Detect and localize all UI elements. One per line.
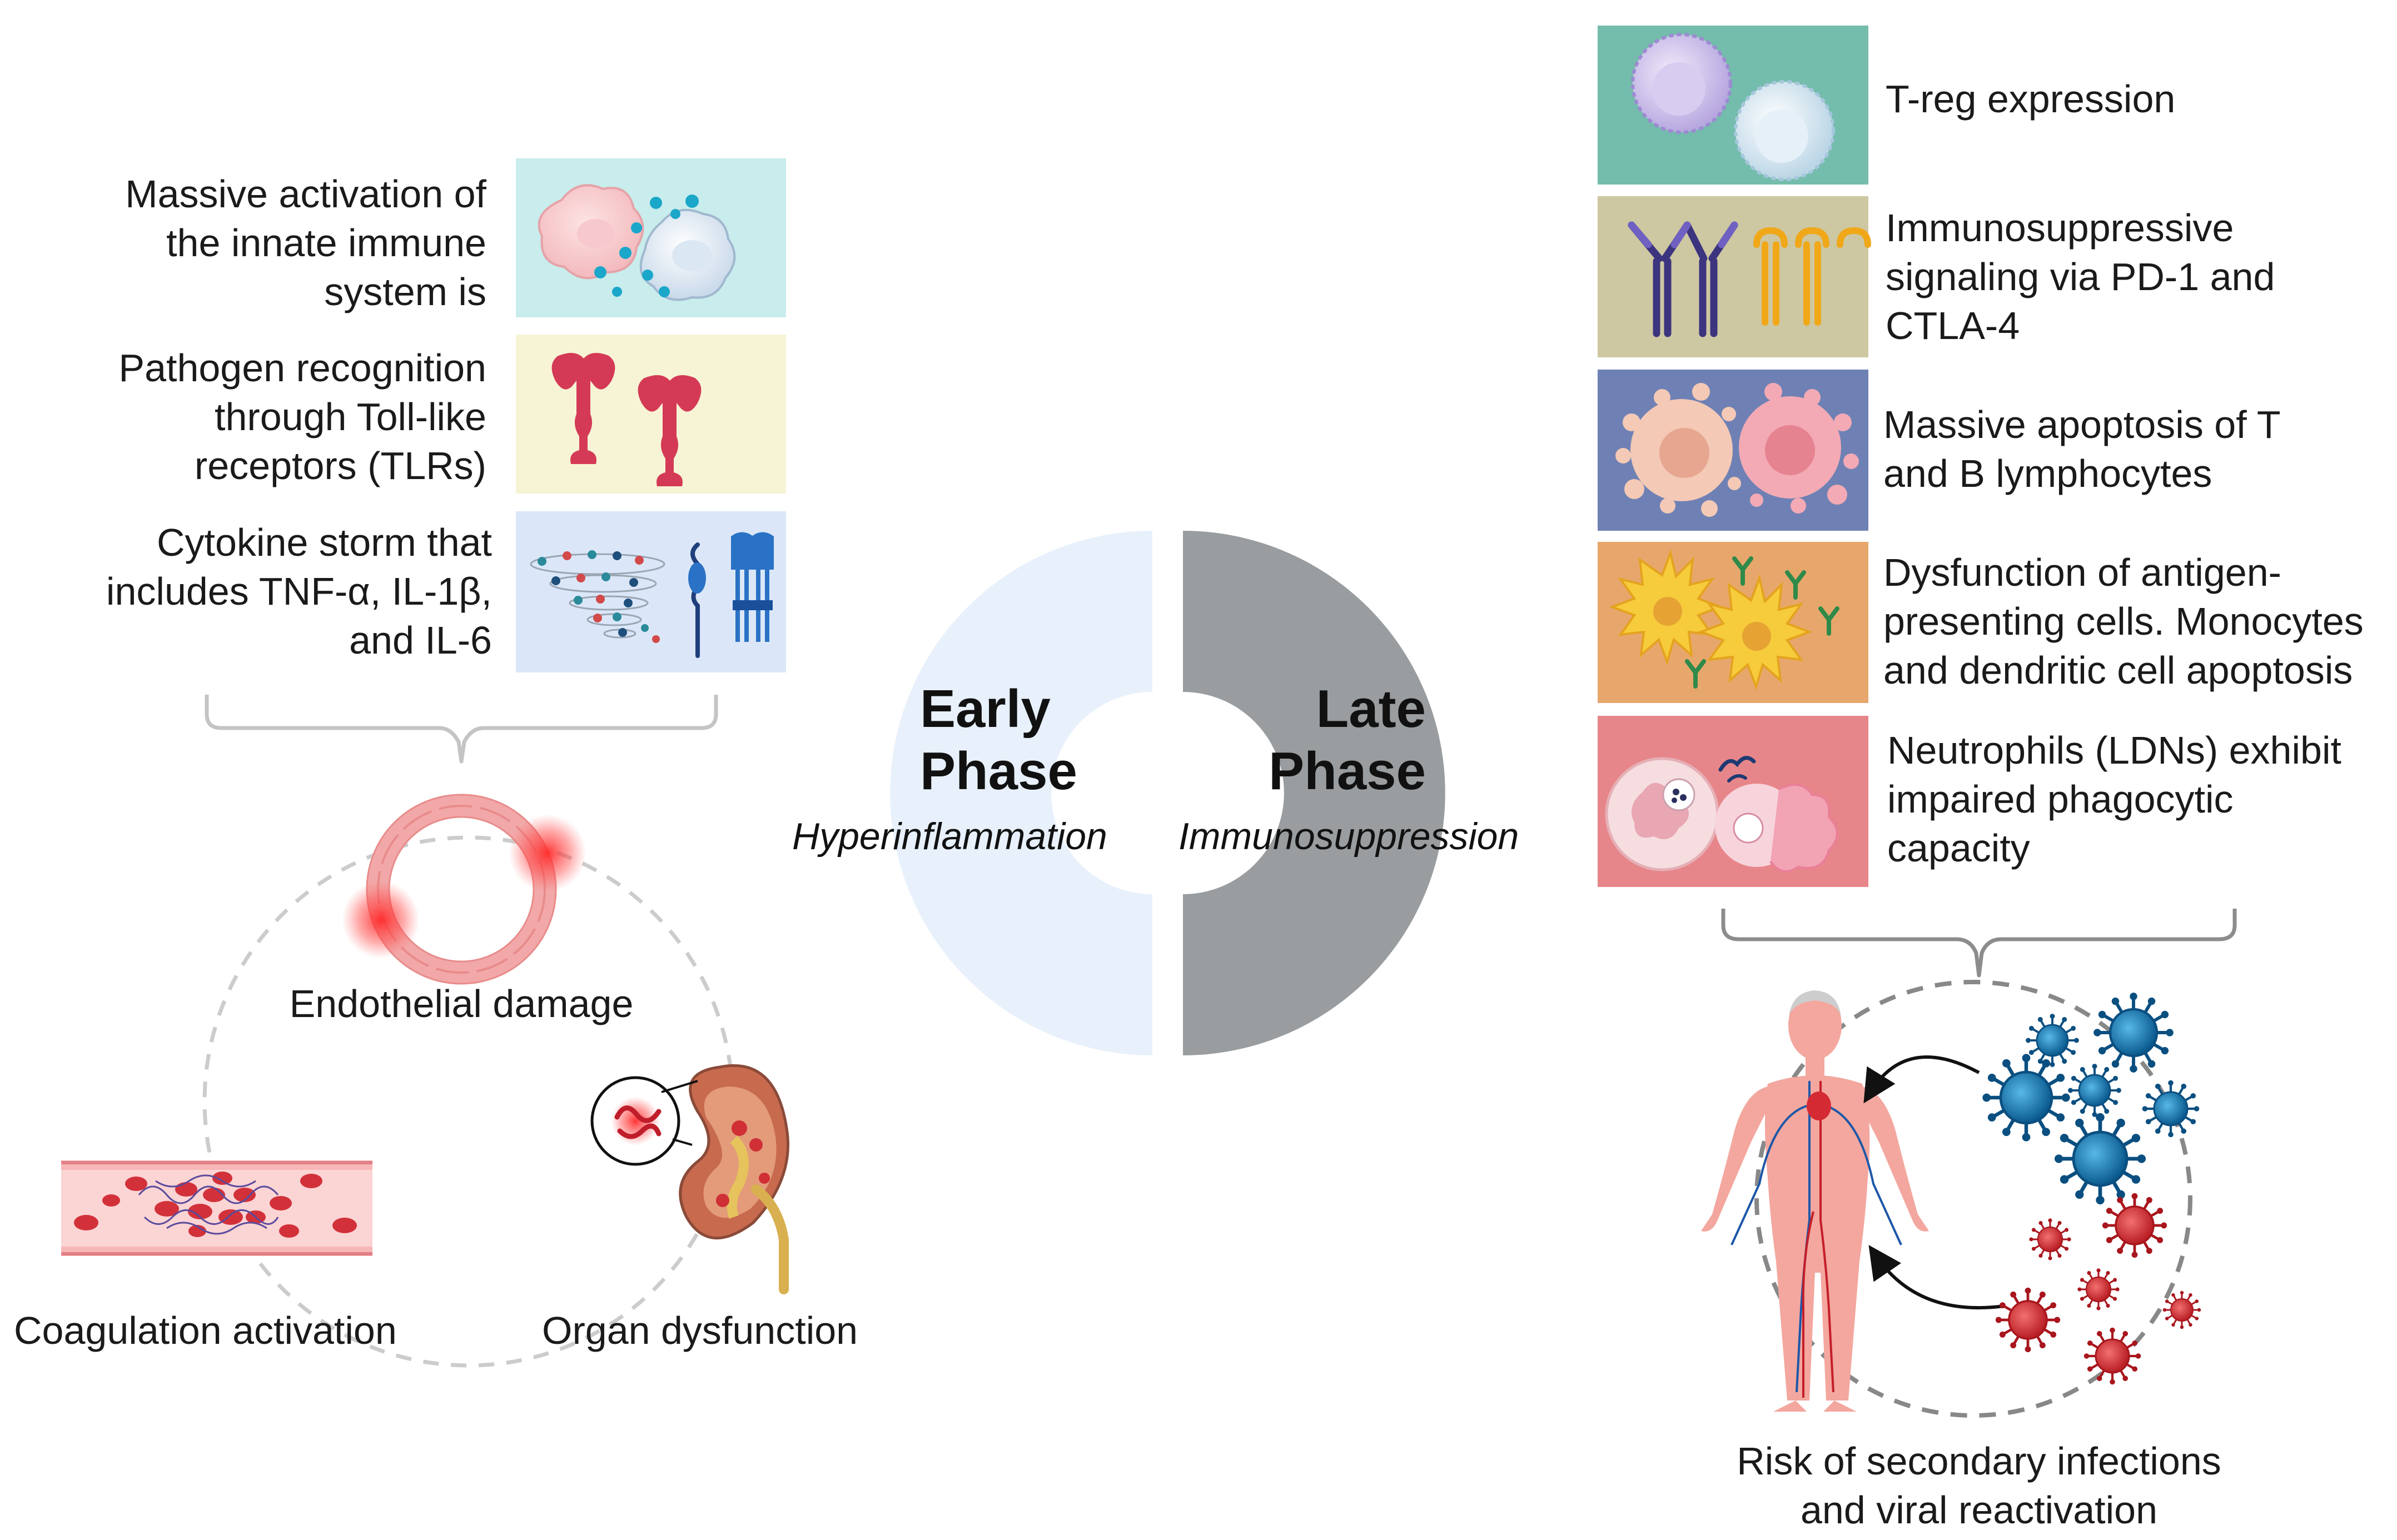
phase-ring <box>890 531 1445 1055</box>
early-item-cytokine-line3: and IL-6 <box>349 619 492 662</box>
early-phase-title-line2: Phase <box>920 741 1077 801</box>
endothelial-damage-label: Endothelial damage <box>289 982 634 1025</box>
late-phase-title-line1: Late <box>1316 679 1426 739</box>
late-item-neutrophils-line2: impaired phagocytic <box>1887 778 2234 821</box>
early-item-innate-line1: Massive activation of <box>125 172 486 216</box>
late-item-treg-label: T-reg expression <box>1886 74 2175 123</box>
arrow-to-body-upper <box>1863 1055 1980 1104</box>
late-panel-dendritic <box>1598 542 1868 703</box>
late-item-checkpoint-line1: Immunosuppressive <box>1886 206 2234 250</box>
kidney-icon <box>590 1064 789 1294</box>
late-item-apoptosis-line2: and B lymphocytes <box>1883 452 2212 495</box>
red-viruses-icon <box>1995 1193 2201 1385</box>
late-item-dendritic-line1: Dysfunction of antigen- <box>1883 551 2281 594</box>
late-item-treg-line1: T-reg expression <box>1886 77 2176 121</box>
late-panel-treg <box>1598 26 1868 185</box>
early-phase-subtitle: Hyperinflammation <box>792 815 1107 858</box>
late-item-dendritic-line3: and dendritic cell apoptosis <box>1883 649 2353 692</box>
early-item-innate-label: Massive activation of the innate immune … <box>33 170 486 316</box>
late-item-neutrophils-label: Neutrophils (LDNs) exhibit impaired phag… <box>1887 726 2341 873</box>
early-phase-title-line1: Early <box>920 679 1051 739</box>
secondary-infection-risk-line2: and viral reactivation <box>1801 1488 2157 1532</box>
early-item-cytokine-label: Cytokine storm that includes TNF-α, IL-1… <box>33 518 492 665</box>
early-panel-tlr <box>516 335 786 494</box>
early-item-cytokine-line2: includes TNF-α, IL-1β, <box>106 570 492 613</box>
coagulation-vessel-icon <box>61 1160 372 1256</box>
organ-dysfunction-label: Organ dysfunction <box>542 1309 858 1352</box>
human-body-icon <box>1701 990 1929 1412</box>
late-consequence-cycle <box>1754 980 2192 1418</box>
late-item-dendritic-label: Dysfunction of antigen- presenting cells… <box>1883 548 2364 695</box>
late-phase-title: Late Phase <box>1267 678 1426 803</box>
early-item-innate-line3: system is <box>324 270 486 313</box>
early-item-tlr-line2: through Toll-like <box>215 395 486 438</box>
late-item-checkpoint-line3: CTLA-4 <box>1886 304 2020 347</box>
late-item-checkpoint-line2: signaling via PD-1 and <box>1886 255 2275 298</box>
late-phase-ring <box>1183 531 1445 1055</box>
early-item-innate-line2: the innate immune <box>166 221 486 265</box>
endothelial-vessel-icon <box>342 794 586 985</box>
late-panel-apoptosis <box>1598 370 1868 531</box>
late-item-apoptosis-label: Massive apoptosis of T and B lymphocytes <box>1883 400 2281 498</box>
early-item-cytokine-line1: Cytokine storm that <box>157 521 492 564</box>
early-item-tlr-line3: receptors (TLRs) <box>194 444 486 487</box>
late-item-dendritic-line2: presenting cells. Monocytes <box>1883 600 2364 643</box>
secondary-infection-risk-label: Risk of secondary infections and viral r… <box>1684 1437 2274 1534</box>
early-bracket <box>205 695 718 764</box>
late-item-checkpoint-label: Immunosuppressive signaling via PD-1 and… <box>1886 203 2275 350</box>
late-phase-subtitle: Immunosuppression <box>1178 815 1519 858</box>
coagulation-activation-label: Coagulation activation <box>14 1309 397 1352</box>
secondary-infection-risk-line1: Risk of secondary infections <box>1737 1439 2221 1483</box>
late-item-neutrophils-line1: Neutrophils (LDNs) exhibit <box>1887 729 2341 772</box>
arrow-to-body-lower <box>1868 1245 2005 1310</box>
early-item-tlr-label: Pathogen recognition through Toll-like r… <box>33 343 486 490</box>
blue-viruses-icon <box>1982 993 2200 1205</box>
late-panel-checkpoint <box>1598 196 1871 357</box>
late-phase-title-line2: Phase <box>1269 741 1426 801</box>
late-item-apoptosis-line1: Massive apoptosis of T <box>1883 403 2281 446</box>
late-bracket <box>1721 909 2237 978</box>
early-item-tlr-line1: Pathogen recognition <box>118 346 486 390</box>
late-item-neutrophils-line3: capacity <box>1887 826 2030 870</box>
early-phase-title: Early Phase <box>920 678 1077 803</box>
early-phase-ring <box>890 531 1152 1055</box>
early-panel-innate <box>516 158 786 317</box>
late-panel-neutrophils <box>1598 716 1868 887</box>
early-panel-cytokine <box>516 511 786 672</box>
